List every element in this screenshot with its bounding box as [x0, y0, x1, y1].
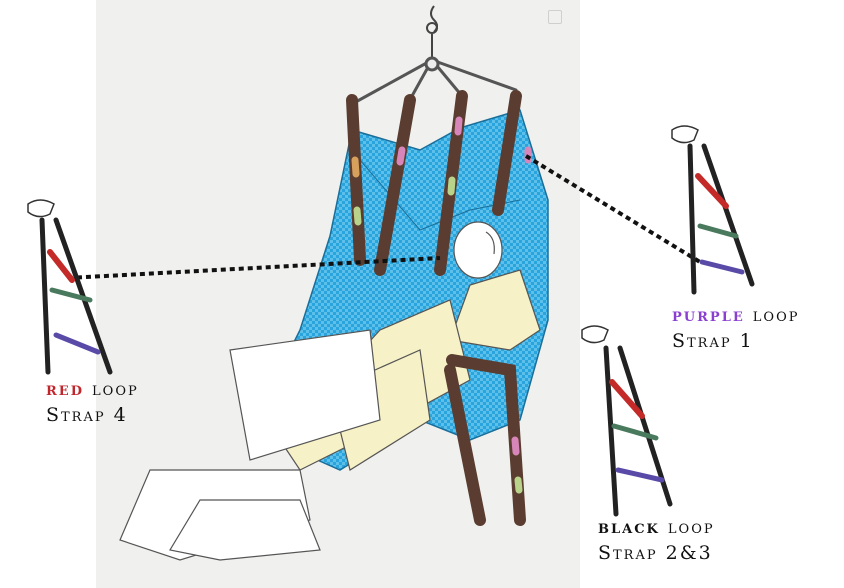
label-purple-rest: loop [745, 304, 800, 326]
label-purple-strap: Strap 1 [672, 328, 800, 354]
label-red-strap: Strap 4 [46, 402, 139, 428]
loop-illustration-left [28, 200, 110, 372]
label-red-rest: loop [84, 378, 139, 400]
spreader-bar [352, 58, 516, 104]
loop-illustration-right [672, 126, 752, 292]
label-red-color-word: red [46, 378, 84, 400]
connector-purple [526, 156, 700, 262]
label-red-loop: red loop Strap 4 [46, 376, 139, 428]
label-purple-color-word: purple [672, 304, 745, 326]
label-black-rest: loop [660, 516, 715, 538]
label-purple-loop: purple loop Strap 1 [672, 302, 800, 354]
hook-icon [427, 6, 437, 58]
label-black-loop: black loop Strap 2&3 [598, 514, 715, 566]
label-black-color-word: black [598, 516, 660, 538]
loop-illustration-bottom [582, 326, 670, 514]
label-black-strap: Strap 2&3 [598, 540, 715, 566]
